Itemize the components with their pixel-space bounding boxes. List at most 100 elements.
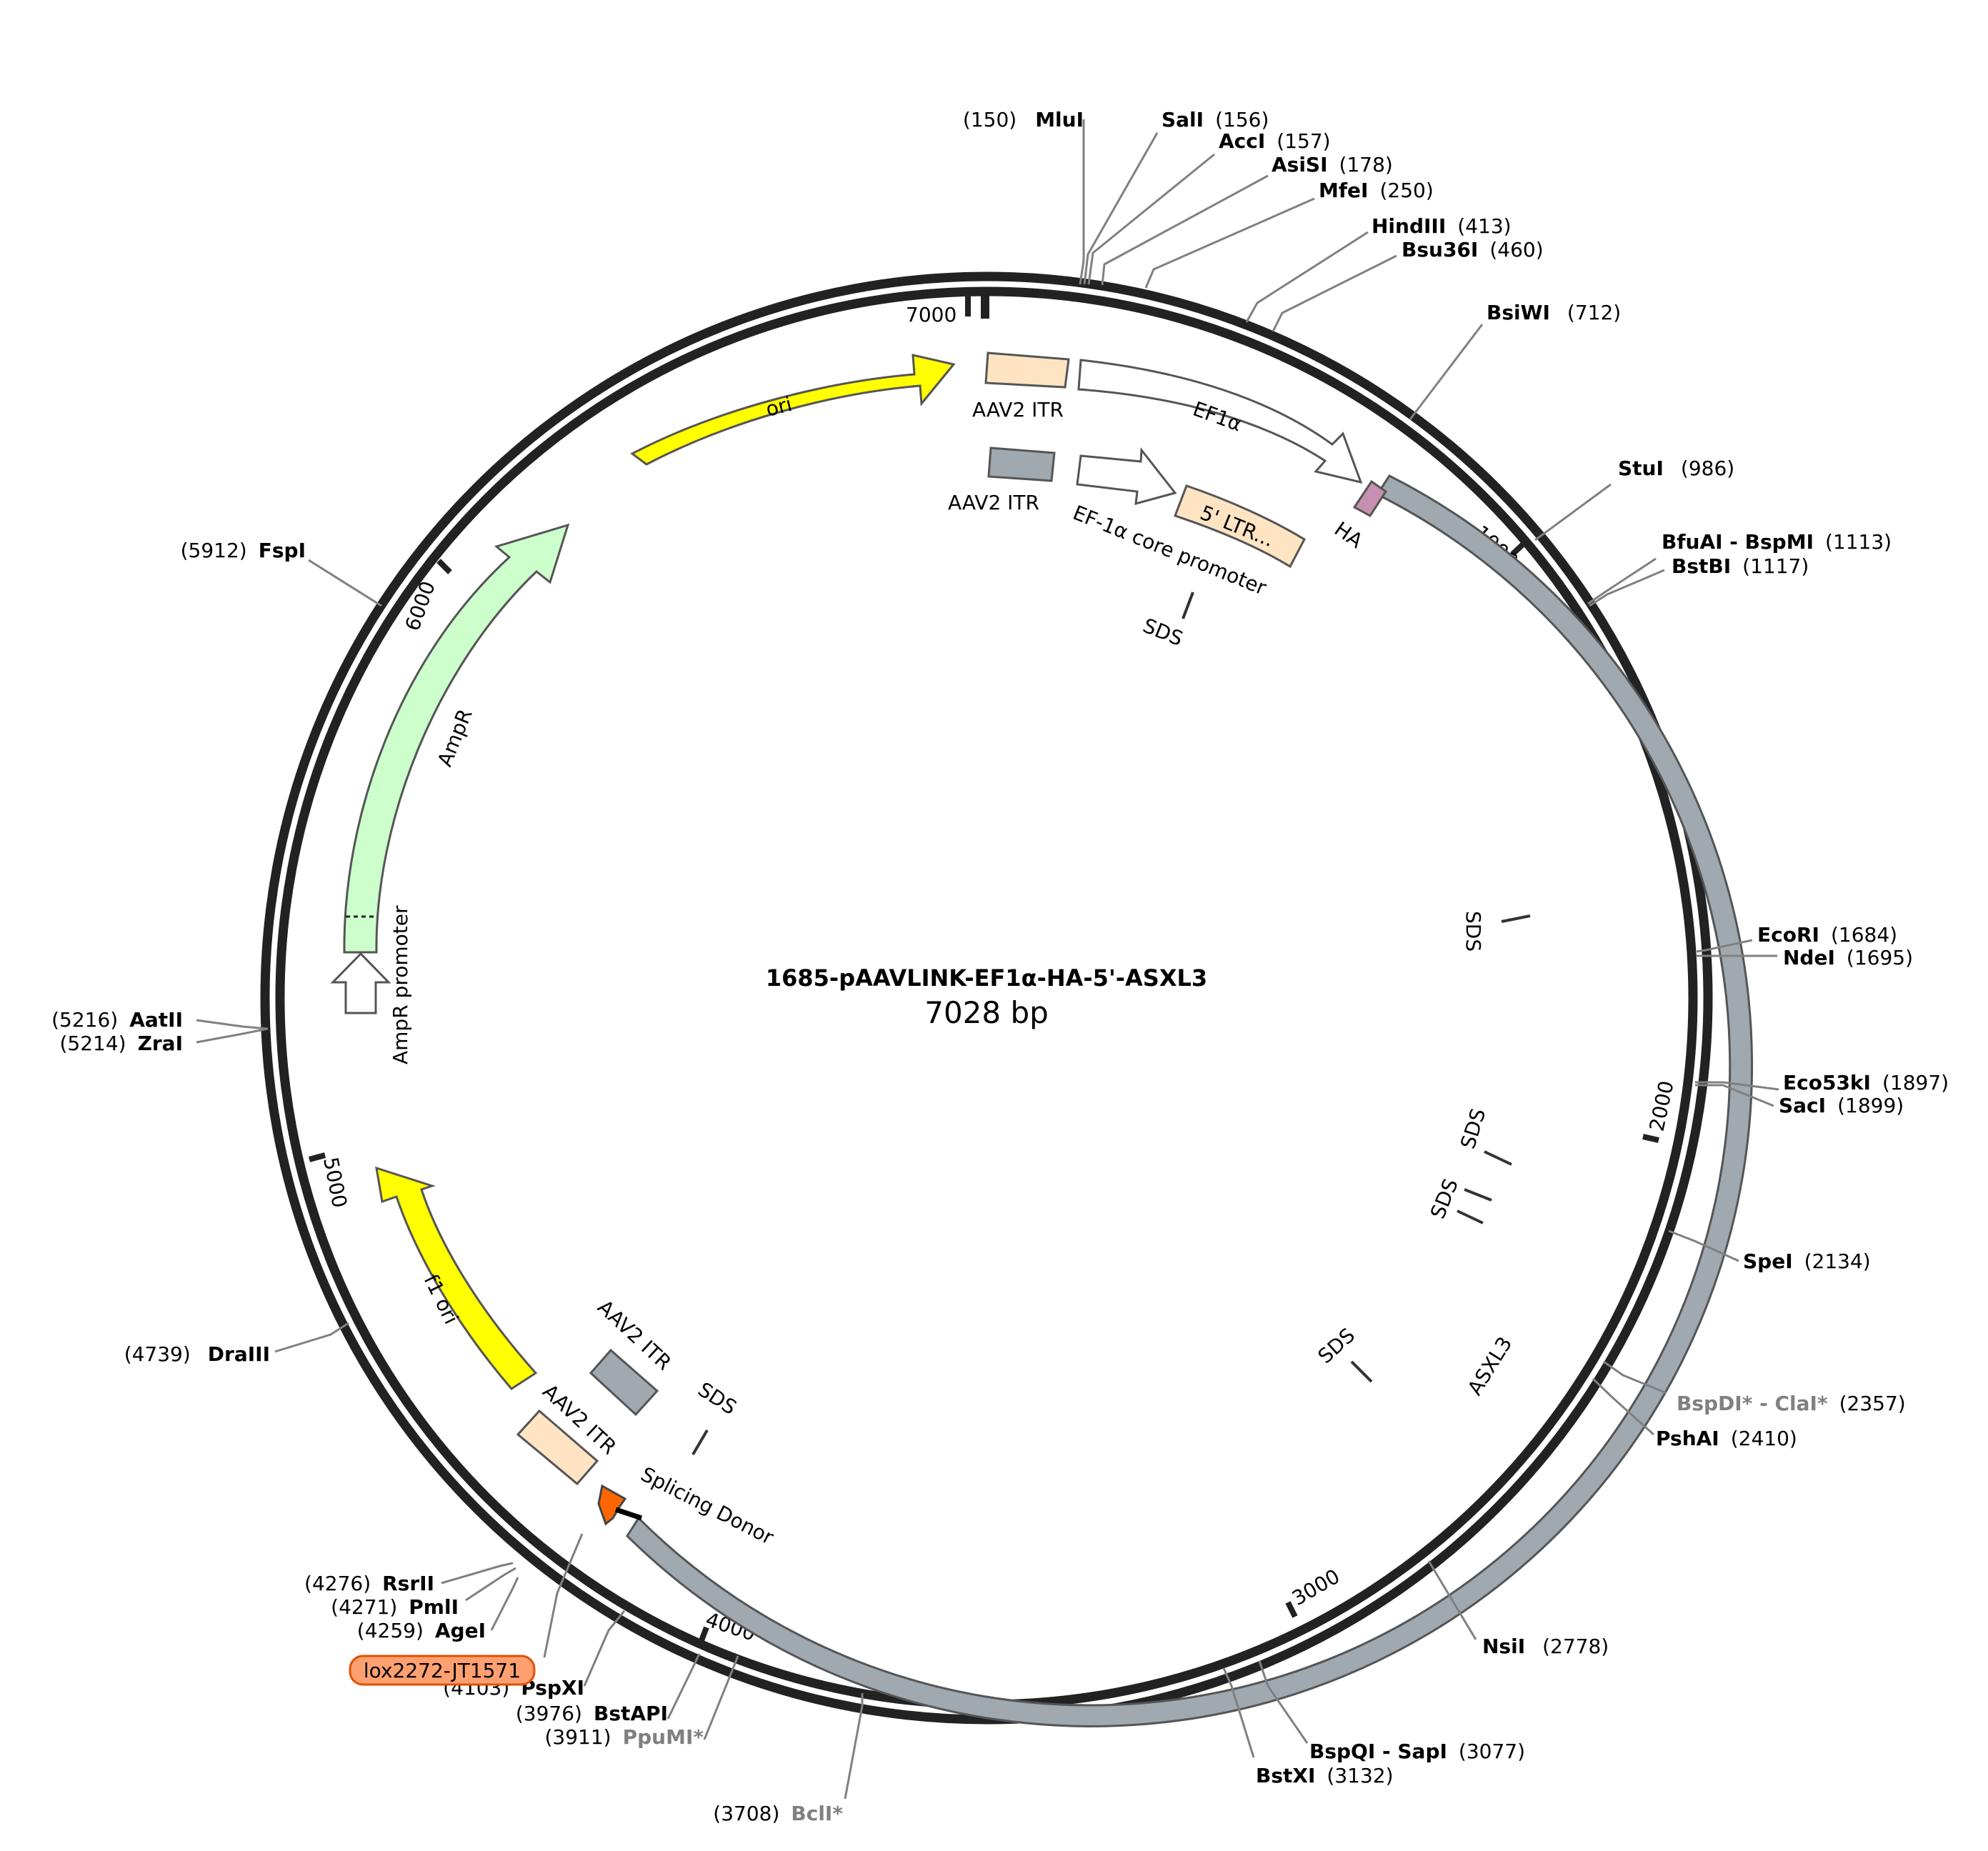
site-pos-fspi: (5912) [181, 539, 247, 562]
feature-ori[interactable] [630, 354, 956, 466]
site-aatii[interactable]: (5216) AatII [51, 1008, 183, 1032]
tick-3000 [1285, 1601, 1298, 1618]
tick-4000 [698, 1626, 709, 1644]
leader-bsiwi [1409, 324, 1484, 420]
feature-label-ampr-promoter: AmpR promoter [389, 905, 412, 1064]
site-pos-bsu36i: (460) [1489, 238, 1543, 261]
site-pshai[interactable]: PshAI (2410) [1656, 1427, 1797, 1450]
site-pos-eco53ki: (1897) [1882, 1071, 1949, 1094]
feature-label-ha: HA [1330, 517, 1367, 553]
feature-aav2-itr-3[interactable] [589, 1348, 659, 1417]
site-bstbi[interactable]: BstBI (1117) [1672, 554, 1809, 578]
site-fspi[interactable]: (5912)FspI [181, 539, 306, 562]
site-pos-bstbi: (1117) [1742, 554, 1809, 578]
site-eco53ki[interactable]: Eco53kI(1897) [1783, 1071, 1949, 1094]
lox2272-badge[interactable]: lox2272-JT1571 [349, 1655, 536, 1686]
site-name-bsiwi: BsiWI [1487, 301, 1550, 324]
site-name-bsu36i: Bsu36I [1402, 238, 1478, 261]
site-spei[interactable]: SpeI(2134) [1743, 1249, 1871, 1273]
site-bsu36i[interactable]: Bsu36I (460) [1402, 238, 1544, 261]
site-mlui[interactable]: (150) MluI [963, 108, 1084, 131]
feature-ha[interactable] [1352, 479, 1388, 517]
leader-pshai [1592, 1377, 1655, 1436]
site-pos-ndei: (1695) [1847, 946, 1913, 969]
site-pos-pshai: (2410) [1731, 1427, 1797, 1450]
site-pos-bsiwi: (712) [1567, 301, 1621, 324]
leader-spei [1668, 1229, 1739, 1262]
feature-label-aav2-itr-1: AAV2 ITR [972, 398, 1064, 421]
feature-ampr[interactable] [343, 523, 570, 954]
site-bcli[interactable]: (3708) BclI* [713, 1802, 843, 1825]
site-ecori[interactable]: EcoRI(1684) [1757, 923, 1897, 947]
leader-asisi [1101, 174, 1269, 286]
site-name-bstbi: BstBI [1672, 554, 1731, 578]
site-name-ppumi: PpuMI* [623, 1725, 704, 1749]
site-bstxi[interactable]: BstXI(3132) [1256, 1764, 1394, 1787]
site-pos-asisi: (178) [1339, 153, 1393, 176]
feature-splicing-donor[interactable] [597, 1484, 627, 1526]
site-asisi[interactable]: AsiSI(178) [1272, 153, 1393, 176]
feature-ef1a-core-promoter[interactable] [1076, 446, 1177, 506]
site-sali[interactable]: SalI(156) [1162, 108, 1269, 131]
leader-fspi [308, 559, 382, 607]
site-bstapi[interactable]: (3976)BstAPI [516, 1702, 668, 1725]
site-pos-mlui: (150) [963, 108, 1017, 131]
site-saci[interactable]: SacI(1899) [1779, 1094, 1904, 1117]
leader-rsrii [441, 1562, 514, 1585]
site-ppumi[interactable]: (3911) PpuMI* [544, 1725, 704, 1749]
site-pos-stui: (986) [1681, 456, 1734, 480]
sds-markers: SDS SDS SDS SDS SDS SDS [691, 592, 1531, 1456]
site-acci[interactable]: AccI (157) [1219, 129, 1331, 153]
leader-stui [1534, 483, 1612, 542]
site-pos-bcli: (3708) [713, 1802, 779, 1825]
site-pos-bstxi: (3132) [1327, 1764, 1393, 1787]
site-nsii[interactable]: NsiI(2778) [1482, 1635, 1609, 1658]
site-pos-pmli: (4271) [331, 1595, 397, 1619]
site-pos-bfuai-bspmi: (1113) [1825, 530, 1892, 554]
site-pos-ppumi: (3911) [544, 1725, 611, 1749]
site-hindiii[interactable]: HindIII(413) [1372, 214, 1512, 238]
leader-draiii [274, 1322, 349, 1353]
site-name-mlui: MluI [1035, 108, 1084, 131]
leader-nsii [1427, 1560, 1477, 1640]
site-pos-bspdi-clai: (2357) [1839, 1392, 1906, 1415]
site-name-bcli: BclI* [791, 1802, 843, 1825]
site-ndei[interactable]: NdeI (1695) [1783, 946, 1913, 969]
feature-ampr-promoter[interactable] [330, 952, 391, 1014]
site-name-ndei: NdeI [1783, 946, 1835, 969]
site-pos-aatii: (5216) [51, 1008, 118, 1032]
site-bfuai-bspmi[interactable]: BfuAI - BspMI(1113) [1662, 530, 1892, 554]
leader-aatii [196, 1019, 269, 1030]
site-draiii[interactable]: (4739)DraIII [124, 1342, 270, 1366]
site-rsrii[interactable]: (4276)RsrII [304, 1572, 434, 1595]
feature-f1-ori-shape[interactable] [375, 1166, 538, 1390]
site-pos-bstapi: (3976) [516, 1702, 582, 1725]
site-pos-acci: (157) [1277, 129, 1330, 153]
feature-5-ltr[interactable] [1174, 484, 1306, 569]
site-name-aatii: AatII [129, 1008, 183, 1032]
leader-eco53ki [1695, 1081, 1779, 1091]
tick-label-3000: 3000 [1288, 1565, 1344, 1610]
site-bsiwi[interactable]: BsiWI (712) [1487, 301, 1621, 324]
feature-ef1a[interactable] [1077, 359, 1363, 484]
feature-asxl3[interactable] [626, 474, 1754, 1727]
site-name-bspdi-clai: BspDI* - ClaI* [1677, 1392, 1828, 1415]
site-agei[interactable]: (4259)AgeI [357, 1619, 486, 1642]
site-name-acci: AccI [1219, 129, 1265, 153]
site-zrai[interactable]: (5214)ZraI [59, 1032, 183, 1055]
site-labels: (150) MluI SalI(156) AccI (157) AsiSI(178)… [51, 108, 1949, 1825]
feature-aav2-itr-4[interactable] [516, 1409, 599, 1486]
tick-5000 [308, 1152, 326, 1162]
tick-label-5000: 5000 [319, 1155, 351, 1209]
site-pos-ecori: (1684) [1831, 923, 1897, 947]
leader-sali [1083, 132, 1159, 285]
site-stui[interactable]: StuI(986) [1618, 456, 1734, 480]
feature-aav2-itr-2[interactable] [987, 446, 1056, 482]
site-name-pshai: PshAI [1656, 1427, 1719, 1450]
tick-2000 [1642, 1134, 1659, 1143]
feature-aav2-itr-1[interactable] [984, 351, 1070, 389]
site-mfei[interactable]: MfeI(250) [1319, 179, 1434, 202]
site-bspdi-clai[interactable]: BspDI* - ClaI* (2357) [1677, 1392, 1906, 1415]
site-bspqi-sapi[interactable]: BspQI - SapI(3077) [1309, 1740, 1525, 1763]
site-pmli[interactable]: (4271)PmlI [331, 1595, 459, 1619]
